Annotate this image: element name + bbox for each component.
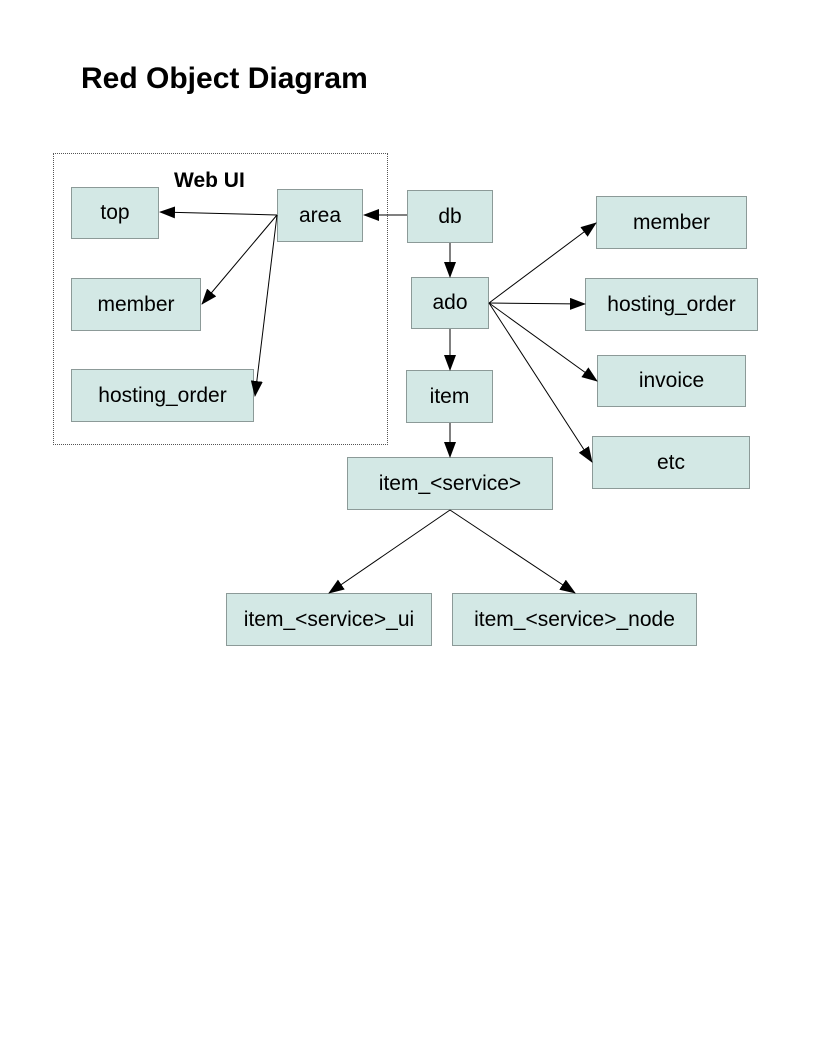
node-etc: etc	[592, 436, 750, 489]
node-hosting-order: hosting_order	[585, 278, 758, 331]
node-webui-member: member	[71, 278, 201, 331]
edge-ado-member	[488, 222, 597, 304]
node-item-service: item_<service>	[347, 457, 553, 510]
node-ado: ado	[411, 277, 489, 329]
node-item-service-ui: item_<service>_ui	[226, 593, 432, 646]
page-title: Red Object Diagram	[81, 62, 368, 95]
node-db: db	[407, 190, 493, 243]
web-ui-group-label: Web UI	[174, 169, 245, 192]
node-item-service-node: item_<service>_node	[452, 593, 697, 646]
edge-item-service-ui	[328, 509, 451, 594]
node-member: member	[596, 196, 747, 249]
node-top: top	[71, 187, 159, 239]
edge-ado-invoice	[488, 302, 598, 382]
edge-ado-hosting-order	[488, 297, 586, 310]
edge-item-service-node	[449, 509, 576, 594]
web-ui-group-frame	[53, 153, 388, 445]
node-item: item	[406, 370, 493, 423]
node-area: area	[277, 189, 363, 242]
node-invoice: invoice	[597, 355, 746, 407]
node-webui-hosting-order: hosting_order	[71, 369, 254, 422]
edge-ado-etc	[488, 302, 593, 463]
